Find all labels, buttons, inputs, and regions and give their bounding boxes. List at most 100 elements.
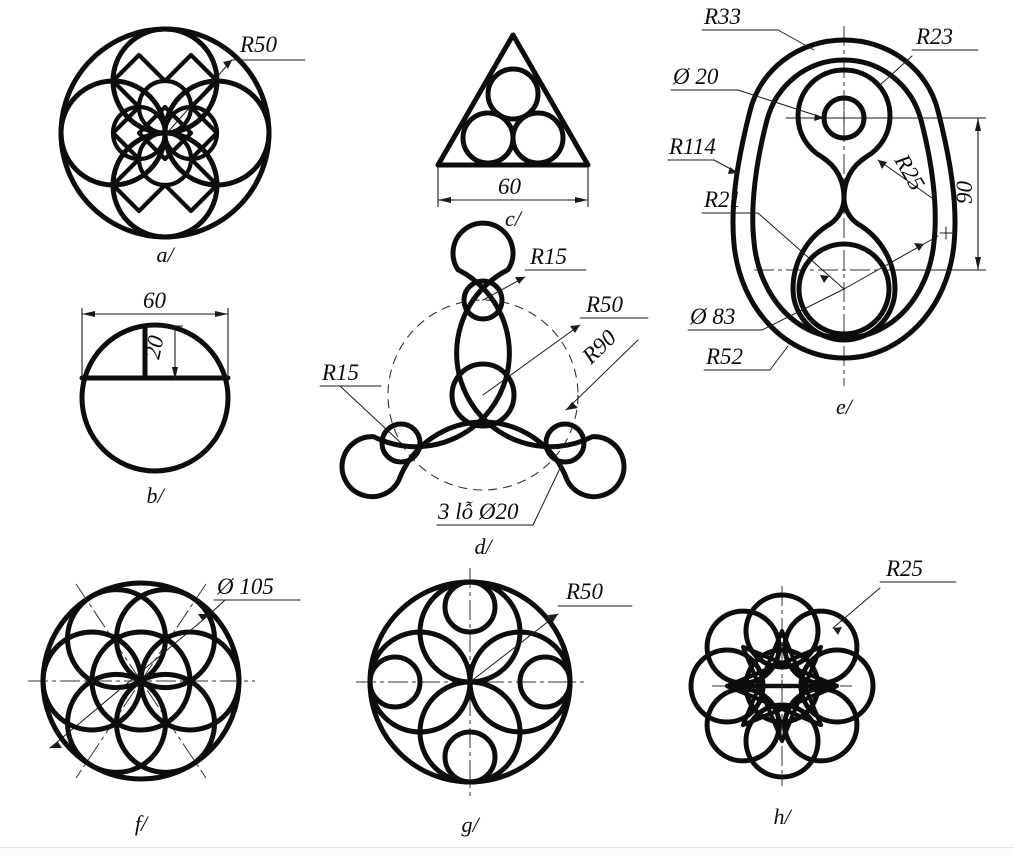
- fig-e-arrow-r21: [820, 275, 829, 283]
- figure-a: R50 a/: [58, 26, 306, 267]
- fig-f-caption: f/: [135, 811, 149, 836]
- fig-e-arrow-d20: [814, 114, 824, 121]
- footer-strip: [0, 848, 1014, 855]
- fig-h-circle-4: [782, 686, 860, 764]
- fig-e-label-r33: R33: [703, 4, 741, 29]
- fig-a-label-r50: R50: [239, 32, 278, 57]
- fig-f-circle-6: [65, 671, 168, 775]
- fig-e-label-d83: Ø 83: [689, 304, 735, 329]
- fig-h-circle-3: [798, 647, 876, 725]
- fig-b-label-20: 20: [139, 333, 168, 361]
- figure-g: R50 g/: [356, 568, 633, 837]
- fig-c-caption: c/: [505, 206, 523, 231]
- fig-h-circle-6: [704, 686, 782, 764]
- fig-g-small-circle-left: [367, 654, 423, 710]
- fig-f-diagonal-centerline-2: [75, 583, 207, 779]
- fig-e-leader-r21: [757, 212, 845, 290]
- fig-f-arrow-d105b: [198, 614, 210, 620]
- fig-g-caption: g/: [461, 812, 480, 837]
- fig-f-arrow-d105a: [50, 742, 62, 748]
- fig-e-leader-d20: [737, 89, 825, 119]
- fig-f-diagonal-centerline-1: [75, 583, 207, 779]
- fig-g-small-circle-right: [517, 654, 573, 710]
- fig-c-arrow-left: [438, 197, 451, 203]
- fig-d-leader-r50: [482, 324, 581, 396]
- fig-a-star-outline: [110, 52, 220, 214]
- fig-d-hole-bottom-left: [379, 421, 423, 465]
- fig-a-caption: a/: [156, 242, 175, 267]
- fig-g-small-circle-top: [442, 579, 498, 635]
- fig-c-triangle: [435, 32, 591, 168]
- figure-h: R25 h/: [688, 556, 957, 829]
- figure-c: 60 c/: [435, 32, 591, 231]
- fig-f-circle-3: [114, 587, 217, 691]
- fig-f-label-d105: Ø 105: [216, 574, 274, 599]
- fig-h-circle-2: [782, 608, 860, 686]
- fig-e-label-r25: R25: [889, 149, 930, 194]
- fig-h-caption: h/: [773, 804, 792, 829]
- fig-d-leader-r15-left: [339, 385, 402, 444]
- fig-f-leader-d105: [49, 613, 211, 749]
- figure-f: Ø 105 f/: [28, 574, 301, 836]
- fig-h-label-r25: R25: [885, 556, 923, 581]
- fig-h-center-mark: [775, 679, 789, 693]
- fig-h-circle-1: [743, 592, 821, 670]
- fig-e-label-r52: R52: [705, 344, 743, 369]
- fig-g-leader-r50: [469, 613, 559, 683]
- fig-d-arrow-r90: [566, 402, 578, 410]
- fig-d-label-r15-left: R15: [321, 360, 359, 385]
- fig-c-circle-left: [460, 110, 516, 166]
- fig-e-arrow-90-bottom: [975, 257, 981, 270]
- fig-h-leader-r25: [832, 587, 881, 629]
- fig-e-leader-r23: [878, 55, 913, 87]
- fig-g-arrow-r50: [548, 614, 558, 622]
- fig-d-leader-holes: [532, 461, 564, 526]
- fig-e-label-r114: R114: [668, 134, 716, 159]
- fig-g-small-circle-bottom: [442, 729, 498, 785]
- fig-h-circle-5: [743, 702, 821, 780]
- fig-h-arrow-r25: [833, 627, 842, 635]
- fig-d-center-bore: [449, 361, 517, 429]
- fig-e-leader-r33: [777, 29, 815, 51]
- fig-e-arrow-d83: [914, 243, 924, 251]
- fig-f-circle-5: [114, 671, 217, 775]
- fig-b-arrow-20: [172, 367, 178, 380]
- fig-d-leader-r90: [565, 339, 639, 411]
- fig-h-circle-7: [688, 647, 766, 725]
- fig-c-label-60: 60: [498, 174, 522, 199]
- fig-e-center-mark-right: [939, 226, 953, 240]
- figure-d: R15 R15 R50 R90 3 lỗ Ø20 d/: [319, 220, 649, 559]
- fig-a-leader-line: [165, 59, 233, 135]
- fig-e-slot-contour: [790, 67, 898, 343]
- fig-d-label-r15-right: R15: [529, 244, 567, 269]
- fig-e-leader-r25: [877, 159, 933, 199]
- fig-a-leader-arrow: [223, 60, 232, 69]
- fig-d-label-r50: R50: [585, 292, 624, 317]
- fig-e-arrow-r114: [728, 167, 738, 174]
- fig-d-label-holes: 3 lỗ Ø20: [437, 499, 519, 524]
- fig-d-caption: d/: [474, 534, 493, 559]
- fig-d-pitch-circle: [387, 299, 579, 491]
- fig-e-caption: e/: [836, 394, 854, 419]
- fig-b-arrow-right: [215, 311, 228, 317]
- fig-e-large-bore: [796, 241, 892, 337]
- fig-h-circle-8: [704, 608, 782, 686]
- fig-e-outer-contour: [730, 37, 958, 361]
- fig-c-circle-top: [485, 66, 541, 122]
- fig-e-center-mark-small: [836, 110, 852, 126]
- fig-g-label-r50: R50: [565, 579, 604, 604]
- fig-e-leader-d83b: [761, 288, 845, 331]
- fig-b-arrow-left: [82, 311, 95, 317]
- fig-e-arrow-90-top: [975, 118, 981, 131]
- fig-e-label-r21: R21: [703, 187, 741, 212]
- fig-f-circle-4: [65, 587, 168, 691]
- fig-a-petal-group: [110, 78, 220, 188]
- fig-d-arrow-r50: [570, 325, 580, 333]
- fig-e-label-d20: Ø 20: [672, 64, 719, 89]
- fig-d-plate-outline: [339, 220, 627, 500]
- fig-f-leader-ext-d105: [209, 599, 226, 615]
- fig-h-center-circle: [743, 647, 821, 725]
- footer-divider: [0, 847, 1014, 848]
- fig-e-label-90: 90: [952, 181, 977, 205]
